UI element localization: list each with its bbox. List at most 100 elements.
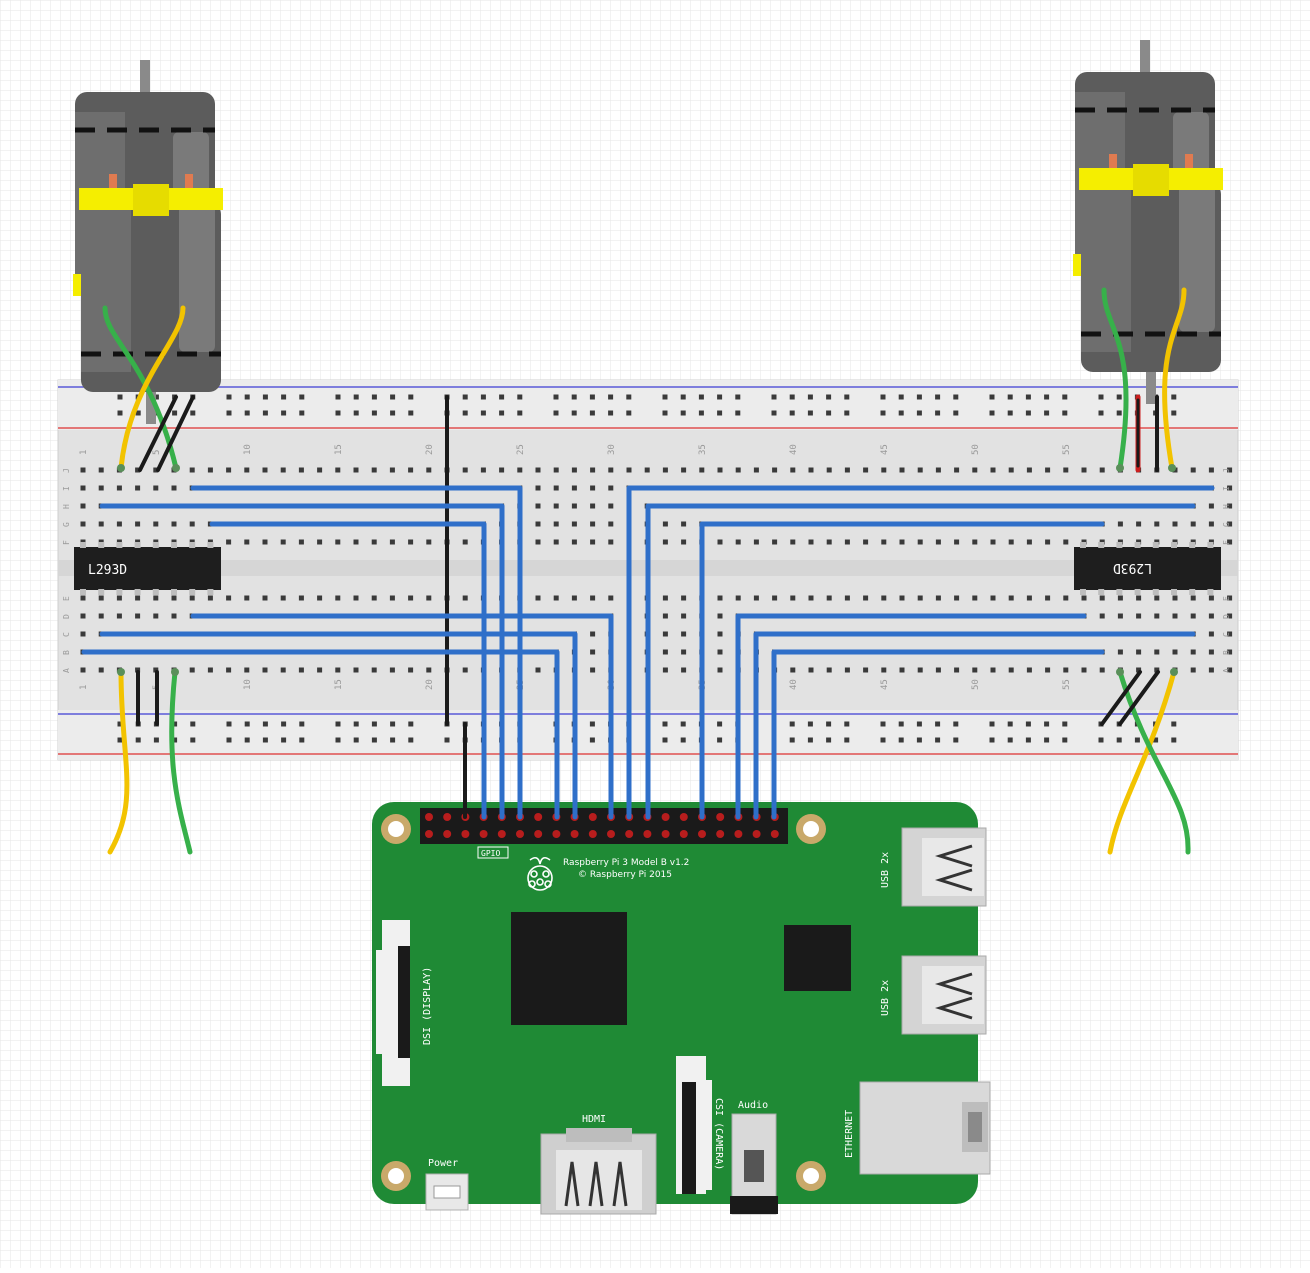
rail-hole <box>571 394 577 400</box>
rail-hole <box>916 721 922 727</box>
breadboard-hole <box>135 485 141 491</box>
breadboard-hole <box>189 667 195 673</box>
breadboard-hole <box>98 467 104 473</box>
row-letter: H <box>1222 504 1231 509</box>
chip-pin <box>98 589 105 595</box>
rail-hole <box>789 394 795 400</box>
breadboard-hole <box>1190 467 1196 473</box>
signal-wire-blue <box>190 613 614 820</box>
breadboard-hole <box>808 539 814 545</box>
rail-hole <box>553 410 559 416</box>
breadboard-hole <box>1154 649 1160 655</box>
signal-wire-blue <box>735 613 1087 820</box>
breadboard-hole <box>262 467 268 473</box>
breadboard-hole <box>317 467 323 473</box>
breadboard-hole <box>1227 485 1233 491</box>
breadboard-hole <box>171 521 177 527</box>
breadboard-hole <box>262 667 268 673</box>
motor-lead-yellow <box>1162 287 1187 471</box>
breadboard-hole <box>1045 667 1051 673</box>
rail-hole <box>1007 721 1013 727</box>
breadboard-hole <box>1063 539 1069 545</box>
breadboard-hole <box>772 595 778 601</box>
breadboard-hole <box>189 521 195 527</box>
ethernet-port: ETHERNET <box>844 1081 991 1175</box>
rail-hole <box>1007 737 1013 743</box>
breadboard-hole <box>954 539 960 545</box>
rail-hole <box>935 737 941 743</box>
signal-wire-blue <box>81 649 560 820</box>
motor-terminal <box>185 174 193 188</box>
breadboard-hole <box>535 503 541 509</box>
breadboard-hole <box>1208 521 1214 527</box>
gpio-pin <box>770 830 779 838</box>
breadboard-hole <box>1172 649 1178 655</box>
wire-end <box>171 668 179 676</box>
breadboard-hole <box>681 649 687 655</box>
breadboard-hole <box>553 467 559 473</box>
row-letter: D <box>1222 614 1231 619</box>
column-number: 55 <box>1062 444 1072 455</box>
pi-model-label: Raspberry Pi 3 Model B v1.2 <box>563 858 689 868</box>
hdmi-label: HDMI <box>582 1114 606 1125</box>
rail-hole <box>335 410 341 416</box>
breadboard-hole <box>899 667 905 673</box>
breadboard-hole <box>298 595 304 601</box>
rail-hole <box>735 394 741 400</box>
usb-label-1: USB 2x <box>880 852 891 888</box>
column-number: 35 <box>698 444 708 455</box>
rail-hole <box>844 394 850 400</box>
rail-hole <box>680 721 686 727</box>
gpio-pin <box>588 830 597 838</box>
breadboard-hole <box>590 595 596 601</box>
rail-hole <box>299 394 305 400</box>
breadboard-hole <box>990 595 996 601</box>
rail-hole <box>989 737 995 743</box>
row-letter: B <box>1222 650 1231 655</box>
breadboard-hole <box>116 485 122 491</box>
breadboard-hole <box>717 667 723 673</box>
rail-hole <box>662 737 668 743</box>
rail-hole <box>499 394 505 400</box>
column-number: 15 <box>334 679 344 690</box>
gpio-label: GPIO <box>481 849 500 858</box>
motor-lead-green <box>1101 287 1129 471</box>
motor-lead-yellow <box>1107 669 1177 855</box>
breadboard-hole <box>608 595 614 601</box>
breadboard-hole <box>207 667 213 673</box>
column-number: 50 <box>971 679 981 690</box>
rail-hole <box>335 737 341 743</box>
rail-hole <box>662 410 668 416</box>
breadboard-hole <box>1208 631 1214 637</box>
rail-hole <box>662 721 668 727</box>
rail-hole <box>898 737 904 743</box>
breadboard-hole <box>571 467 577 473</box>
chip-pin <box>207 589 214 595</box>
breadboard-hole <box>681 667 687 673</box>
breadboard-hole <box>480 467 486 473</box>
breadboard-hole <box>1136 521 1142 527</box>
breadboard-hole <box>1026 539 1032 545</box>
rail-hole <box>517 394 523 400</box>
rail-hole <box>390 410 396 416</box>
chip-pin <box>1189 589 1196 595</box>
breadboard-hole <box>699 467 705 473</box>
row-letter: C <box>1222 632 1231 637</box>
gpio-pin <box>661 830 670 838</box>
breadboard-hole <box>662 631 668 637</box>
gpio-pin <box>425 830 433 838</box>
row-letter: G <box>1222 522 1231 527</box>
breadboard-hole <box>1172 595 1178 601</box>
breadboard-hole <box>1136 667 1142 673</box>
rail-hole <box>462 394 468 400</box>
rail-hole <box>571 410 577 416</box>
breadboard-hole <box>753 595 759 601</box>
breadboard-hole <box>590 667 596 673</box>
gpio-pin <box>698 830 706 838</box>
wire-end <box>117 668 125 676</box>
power-port: Power <box>425 1158 469 1211</box>
gpio-pin <box>479 830 488 838</box>
breadboard-hole <box>298 467 304 473</box>
column-number: 1 <box>79 685 89 690</box>
usb-port-1: USB 2x <box>880 827 987 907</box>
